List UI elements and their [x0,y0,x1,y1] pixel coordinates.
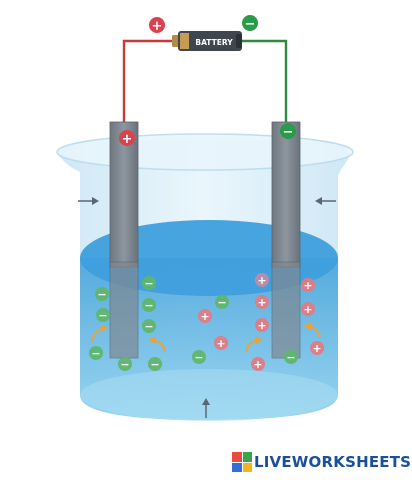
liveworksheets-logo-icon [232,452,252,472]
anion-icon: − [142,319,156,333]
anion-icon: − [142,276,156,290]
anion-icon: − [118,357,132,371]
svg-text:−: − [286,351,295,364]
cations: + + + + + + + + + [198,273,324,371]
svg-text:+: + [253,358,262,371]
anion-icon: − [142,298,156,312]
anion-icon: − [148,357,162,371]
svg-text:+: + [216,337,225,350]
curved-arrow-icon [91,324,108,343]
cation-icon: + [255,318,269,332]
cation-icon: + [251,357,265,371]
wire-negative [241,39,288,122]
svg-text:+: + [122,132,133,147]
svg-text:+: + [312,342,321,355]
svg-text:−: − [98,309,107,322]
anion-icon: − [89,346,103,360]
beaker-rim [56,133,354,171]
anion-icon: − [95,287,109,301]
svg-text:−: − [217,296,226,309]
migration-arrows [91,322,321,353]
svg-text:+: + [257,274,266,287]
wire-positive [122,39,172,122]
svg-text:−: − [194,351,203,364]
svg-text:−: − [150,358,159,371]
anode-electrode: + [109,121,139,359]
battery-negative-terminal-icon: − [242,15,258,32]
anode-positive-icon: + [119,130,135,147]
svg-text:+: + [257,319,266,332]
anions: − − − − − − − − − − − [89,276,298,371]
cation-icon: + [310,341,324,355]
wires [122,39,288,122]
svg-text:+: + [200,310,209,323]
cation-icon: + [198,309,212,323]
liquid-bottom-highlight [80,369,338,421]
svg-text:−: − [144,277,153,290]
anion-icon: − [215,295,229,309]
cation-icon: + [301,302,315,316]
svg-text:+: + [303,279,312,292]
svg-text:+: + [303,303,312,316]
svg-text:−: − [144,299,153,312]
svg-text:−: − [245,17,256,32]
arrow-left [78,197,99,205]
battery-body [178,31,242,51]
anion-icon: − [96,308,110,322]
svg-text:−: − [144,320,153,333]
svg-text:−: − [120,358,129,371]
watermark-text: LIVEWORKSHEETS [254,453,412,471]
battery-label: BATTERY [195,38,233,47]
arrow-right [315,197,336,205]
arrow-bottom [202,398,210,418]
watermark: LIVEWORKSHEETS [232,451,411,473]
anion-icon: − [192,350,206,364]
cation-icon: + [255,295,269,309]
battery-positive-terminal-icon: + [149,17,165,34]
battery: BATTERY [172,31,242,51]
pressure-arrows [78,197,336,418]
svg-text:−: − [283,125,294,140]
curved-arrow-icon [303,322,321,339]
cathode-electrode: − [271,121,301,359]
cation-icon: + [301,278,315,292]
cation-icon: + [214,336,228,350]
cathode-negative-icon: − [280,123,296,140]
anion-icon: − [284,350,298,364]
svg-text:+: + [152,19,163,34]
cation-icon: + [255,273,269,287]
battery-cap [172,35,179,47]
svg-text:−: − [97,288,106,301]
svg-text:−: − [91,347,100,360]
curved-arrow-icon [148,336,166,353]
svg-text:+: + [257,296,266,309]
curved-arrow-icon [245,336,263,353]
